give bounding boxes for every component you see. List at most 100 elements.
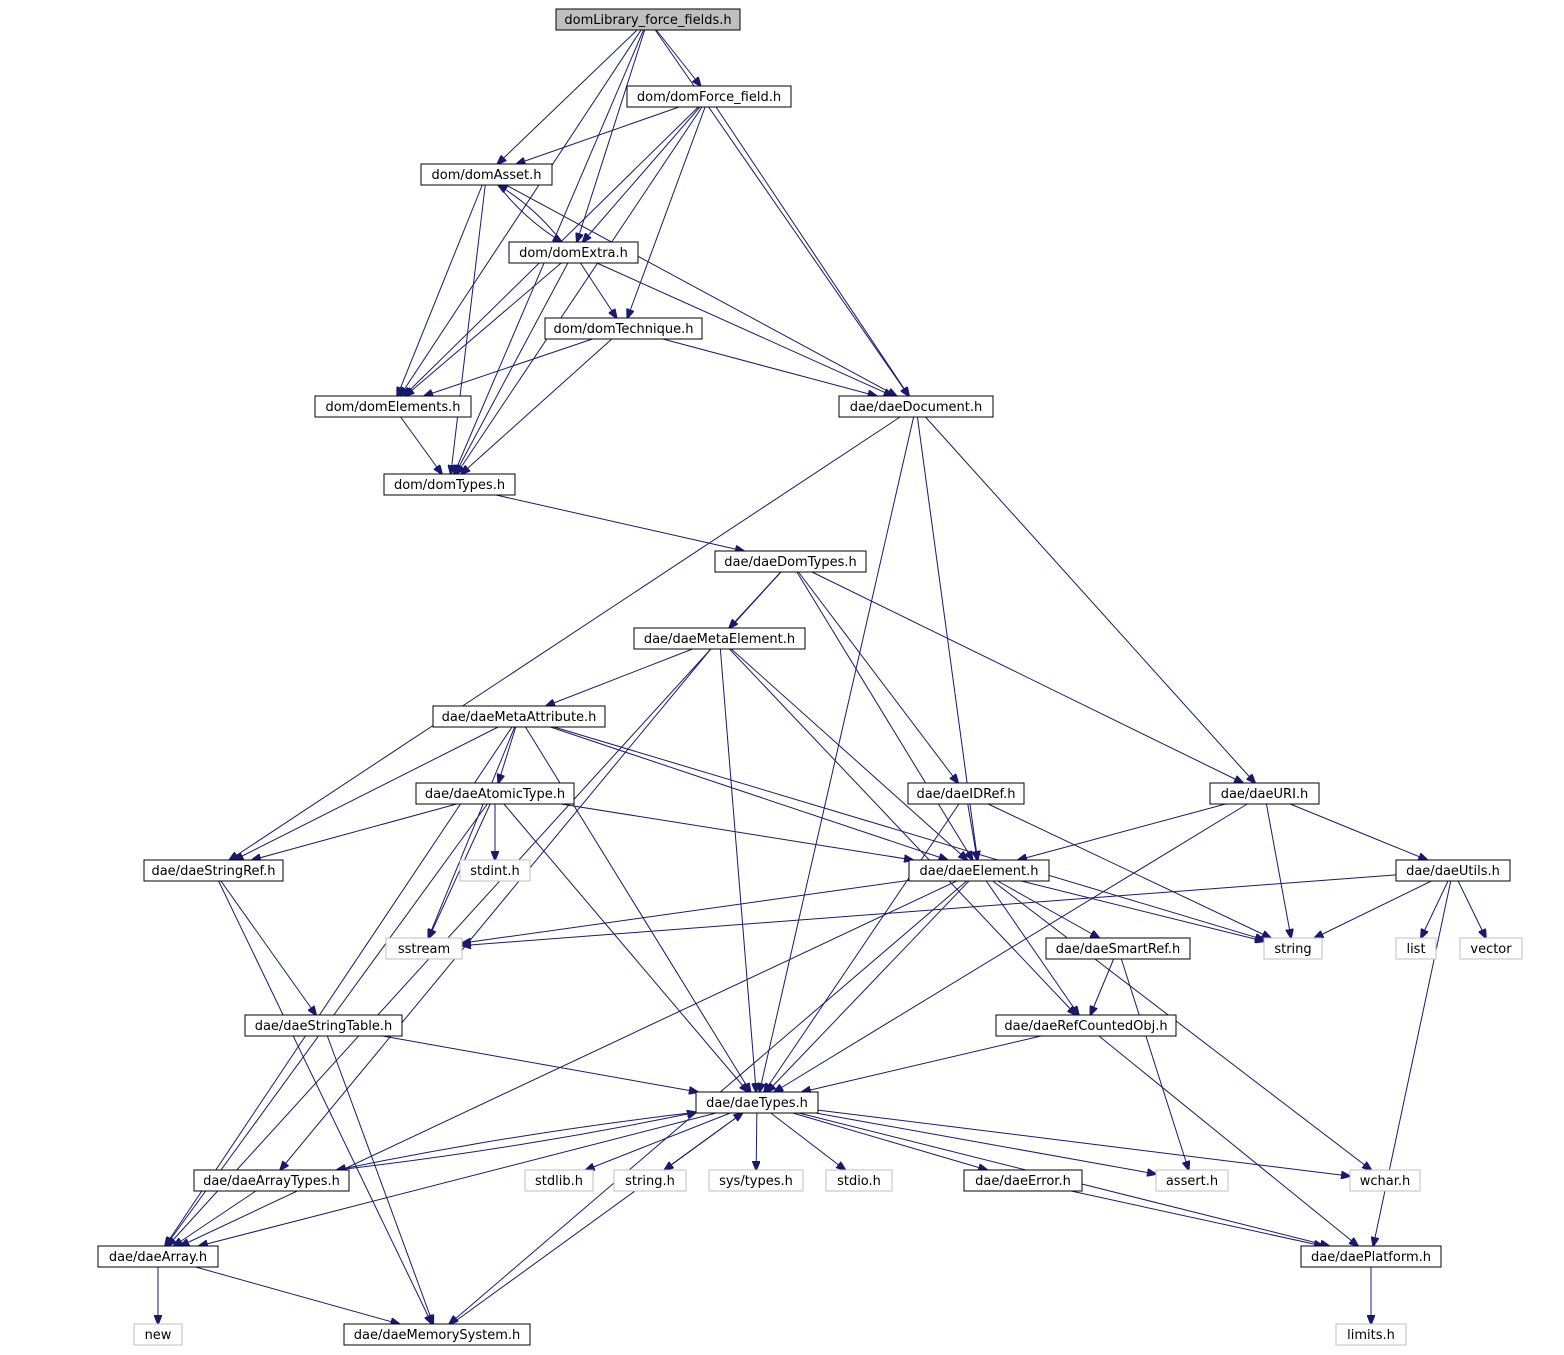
edge-utils-to-list: [1421, 880, 1449, 938]
node-label-elements: dom/domElements.h: [325, 400, 460, 415]
node-label-daetypes: dae/daeTypes.h: [706, 1096, 808, 1111]
edge-idref-to-element: [967, 803, 977, 860]
edge-daedoc-to-daetypes: [759, 416, 915, 1092]
node-arraytypes[interactable]: dae/daeArrayTypes.h: [193, 1169, 350, 1192]
node-memsys[interactable]: dae/daeMemorySystem.h: [343, 1323, 531, 1346]
node-box-daetypes: [695, 1091, 819, 1114]
node-asset[interactable]: dom/domAsset.h: [420, 163, 553, 186]
node-box-idref: [907, 782, 1025, 805]
node-box-domtypes: [383, 473, 516, 496]
edge-metaelement-to-element: [730, 648, 967, 860]
node-label-stdlib: stdlib.h: [535, 1174, 583, 1189]
node-metaelement[interactable]: dae/daeMetaElement.h: [633, 627, 806, 650]
node-label-stdio: stdio.h: [837, 1174, 881, 1189]
node-label-arraytypes: dae/daeArrayTypes.h: [203, 1174, 340, 1189]
edge-idref-to-daetypes: [764, 803, 960, 1092]
edge-asset-to-domtypes: [451, 184, 486, 474]
node-array[interactable]: dae/daeArray.h: [97, 1245, 219, 1268]
node-metaattr[interactable]: dae/daeMetaAttribute.h: [432, 705, 606, 728]
edge-forcefield-to-extra: [583, 106, 701, 242]
node-box-technique: [544, 317, 703, 340]
node-label-memsys: dae/daeMemorySystem.h: [354, 1328, 521, 1343]
node-label-extra: dom/domExtra.h: [519, 246, 628, 261]
edge-root-to-elements: [400, 29, 642, 396]
node-label-vector: vector: [1470, 942, 1512, 957]
edge-uri-to-element: [1018, 803, 1226, 860]
edge-element-to-string: [1021, 880, 1264, 941]
edge-forcefield-to-asset: [516, 106, 680, 164]
node-atomictype[interactable]: dae/daeAtomicType.h: [415, 782, 575, 805]
edge-error-to-platform: [1070, 1190, 1323, 1246]
node-box-daedomtypes: [714, 550, 867, 573]
node-stringtable[interactable]: dae/daeStringTable.h: [244, 1014, 403, 1037]
node-daedoc[interactable]: dae/daeDocument.h: [838, 395, 994, 418]
node-label-element: dae/daeElement.h: [919, 864, 1038, 879]
edge-extra-to-asset: [498, 185, 563, 243]
edge-metaattr-to-sstream: [428, 726, 516, 938]
node-box-element: [908, 859, 1050, 882]
node-forcefield[interactable]: dom/domForce_field.h: [626, 85, 792, 108]
node-label-stringtable: dae/daeStringTable.h: [255, 1019, 393, 1034]
edge-daetypes-to-stdio: [770, 1112, 846, 1170]
node-label-utils: dae/daeUtils.h: [1406, 864, 1500, 879]
node-box-platform: [1300, 1245, 1442, 1268]
node-box-stringh: [613, 1169, 687, 1192]
node-box-smartref: [1045, 937, 1191, 960]
node-domtypes[interactable]: dom/domTypes.h: [383, 473, 516, 496]
node-label-string: string: [1274, 942, 1311, 957]
edge-metaattr-to-daetypes: [525, 726, 750, 1092]
node-label-stringref: dae/daeStringRef.h: [151, 864, 275, 879]
edge-metaelement-to-metaattr: [546, 648, 693, 706]
node-stdlib: stdlib.h: [524, 1169, 594, 1192]
node-element[interactable]: dae/daeElement.h: [908, 859, 1050, 882]
node-idref[interactable]: dae/daeIDRef.h: [907, 782, 1025, 805]
node-root[interactable]: domLibrary_force_fields.h: [555, 8, 741, 31]
node-refcounted[interactable]: dae/daeRefCountedObj.h: [995, 1014, 1177, 1037]
node-box-assert: [1155, 1169, 1229, 1192]
node-box-vector: [1459, 937, 1523, 960]
edge-arraytypes-to-array: [174, 1190, 257, 1246]
edge-element-to-daetypes: [767, 880, 970, 1092]
node-label-stdint: stdint.h: [470, 864, 519, 879]
node-daetypes[interactable]: dae/daeTypes.h: [695, 1091, 819, 1114]
edge-stringtable-to-memsys: [326, 1035, 433, 1324]
node-technique[interactable]: dom/domTechnique.h: [544, 317, 703, 340]
edge-extra-to-elements: [405, 262, 562, 396]
node-box-stdlib: [524, 1169, 594, 1192]
node-uri[interactable]: dae/daeURI.h: [1209, 782, 1320, 805]
node-error[interactable]: dae/daeError.h: [963, 1169, 1083, 1192]
node-stdint: stdint.h: [459, 859, 531, 882]
node-wchar: wchar.h: [1349, 1169, 1421, 1192]
edge-metaattr-to-array: [165, 726, 513, 1246]
edge-metaattr-to-element: [550, 726, 947, 860]
edge-extra-to-domtypes: [455, 262, 569, 474]
edge-daetypes-to-error: [792, 1112, 987, 1170]
edge-metaattr-to-stringref: [234, 726, 499, 860]
edge-smartref-to-refcounted: [1090, 958, 1115, 1015]
node-label-forcefield: dom/domForce_field.h: [637, 90, 781, 105]
node-stringref[interactable]: dae/daeStringRef.h: [143, 859, 284, 882]
node-box-forcefield: [626, 85, 792, 108]
node-label-daedomtypes: dae/daeDomTypes.h: [724, 555, 856, 570]
node-vector: vector: [1459, 937, 1523, 960]
node-utils[interactable]: dae/daeUtils.h: [1395, 859, 1511, 882]
edge-element-to-refcounted: [985, 880, 1079, 1015]
node-smartref[interactable]: dae/daeSmartRef.h: [1045, 937, 1191, 960]
node-box-atomictype: [415, 782, 575, 805]
edge-element-to-smartref: [997, 880, 1100, 938]
node-assert: assert.h: [1155, 1169, 1229, 1192]
node-systypes: sys/types.h: [708, 1169, 804, 1192]
node-box-stringtable: [244, 1014, 403, 1037]
edge-root-to-asset: [497, 29, 638, 164]
nodes-layer: domLibrary_force_fields.h dom/domForce_fi…: [97, 8, 1523, 1346]
node-extra[interactable]: dom/domExtra.h: [508, 241, 639, 264]
node-label-array: dae/daeArray.h: [109, 1250, 207, 1265]
node-elements[interactable]: dom/domElements.h: [314, 395, 472, 418]
node-label-metaelement: dae/daeMetaElement.h: [644, 632, 795, 647]
node-stdio: stdio.h: [825, 1169, 893, 1192]
node-box-string: [1263, 937, 1323, 960]
node-daedomtypes[interactable]: dae/daeDomTypes.h: [714, 550, 867, 573]
edge-technique-to-domtypes: [461, 338, 613, 474]
node-platform[interactable]: dae/daePlatform.h: [1300, 1245, 1442, 1268]
edge-daedoc-to-uri: [925, 416, 1255, 783]
